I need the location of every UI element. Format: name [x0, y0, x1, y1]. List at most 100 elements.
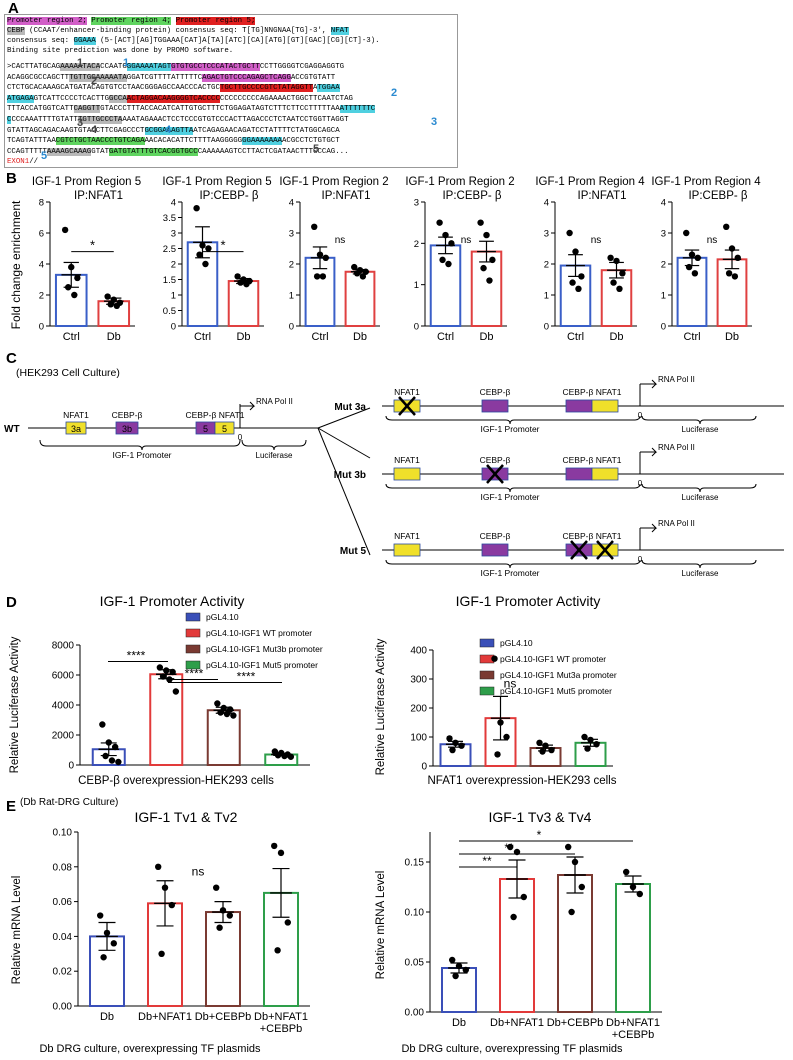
sig-label: ****	[127, 649, 146, 663]
data-point	[113, 302, 121, 310]
data-point	[578, 883, 585, 891]
x-tick-label: Ctrl	[63, 331, 80, 343]
sig-label: ns	[461, 235, 472, 246]
sig-label: *	[537, 828, 542, 842]
data-point	[68, 263, 75, 271]
seq-segment: Binding site prediction was done by PROM…	[7, 47, 234, 55]
sequence-line: EXON1//	[7, 157, 38, 167]
promoter-label: IGF-1 Promoter	[480, 492, 539, 502]
data-point	[102, 752, 109, 760]
chart-title: IGF-1 Tv1 & Tv2	[135, 809, 238, 825]
data-point	[237, 279, 244, 286]
bar	[716, 258, 748, 328]
y-tick-label: 0.06	[53, 897, 73, 908]
y-axis-label: Relative Luciferase Activity	[9, 636, 21, 773]
tss-zero: 0	[638, 411, 643, 420]
data-point	[685, 263, 693, 271]
seq-segment: CTCTGCACAAAGCATGATACAGTGTCCTAACGGGAGCCAA…	[7, 84, 220, 93]
binding-site	[591, 467, 619, 481]
bar	[615, 883, 651, 1013]
seq-segment: C	[7, 116, 12, 124]
y-axis-label: Relative Luciferase Activity	[375, 638, 387, 775]
bar	[557, 874, 593, 1013]
site-name: CEBP-β	[480, 387, 511, 397]
seq-segment: //	[29, 158, 39, 167]
y-tick-label: 0.05	[405, 958, 425, 969]
x-tick-label: Db	[107, 331, 121, 343]
data-point	[607, 254, 614, 261]
data-point	[571, 858, 579, 866]
y-tick-label: 2	[661, 260, 666, 271]
legend-line: Promoter region 2; Promoter region 4; Pr…	[7, 16, 256, 26]
x-axis-label: Db DRG culture, overexpressing TF plasmi…	[401, 1043, 623, 1055]
binding-site	[591, 399, 619, 413]
y-axis-label: Relative mRNA Level	[375, 871, 387, 980]
y-tick-label: 2	[289, 260, 294, 271]
seq-segment: GGAAA	[73, 37, 96, 45]
seq-segment: CCCCCCCCCAGAAAACTGGCTTCAATCTAG	[219, 94, 353, 103]
y-tick-label: 0.10	[405, 908, 425, 919]
data-point	[572, 248, 579, 255]
data-point	[575, 285, 582, 292]
seq-segment: AACACACATTCTTTTAAGGGGG	[144, 137, 243, 146]
tss-zero: 0	[638, 555, 643, 564]
legend-label: pGL4.10-IGF1 Mut5 promoter	[500, 686, 612, 696]
rna-pol-label: RNA Pol II	[658, 443, 695, 452]
panel-label-a: A	[8, 0, 19, 17]
culture-label: (Db Rat-DRG Culture)	[20, 797, 118, 808]
mutation-cross	[398, 396, 416, 416]
data-point	[230, 712, 237, 719]
y-tick-label: 2.5	[163, 244, 176, 255]
y-tick-label: 2	[171, 260, 176, 271]
chart-title: IGF-1 Promoter Activity	[100, 593, 245, 609]
site-number: 1	[77, 57, 84, 69]
y-tick-label: 4	[39, 260, 44, 271]
x-tick-label: Db	[452, 1017, 466, 1029]
luciferase-label: Luciferase	[682, 493, 719, 502]
site-label: 3a	[71, 424, 81, 434]
data-point	[566, 229, 573, 237]
promoter-brace	[385, 483, 641, 493]
data-point	[462, 966, 469, 974]
site-name: CEBP-β NFAT1	[562, 531, 621, 541]
binding-site	[393, 543, 421, 557]
bar	[429, 244, 462, 327]
seq-segment: Promoter region 2;	[7, 17, 87, 25]
data-point	[243, 280, 250, 288]
data-point	[581, 733, 588, 741]
data-point	[569, 279, 576, 286]
luciferase-brace	[641, 559, 757, 569]
sig-label: ns	[707, 235, 718, 246]
site-number: 2	[91, 75, 98, 87]
data-point	[100, 954, 107, 961]
chart-subtitle: IP:NFAT1	[322, 190, 371, 202]
sequence-line: TTTACCATGGTCATTCAGGTTGTACCCTTTACCACATCAT…	[7, 104, 376, 114]
data-point	[446, 735, 453, 742]
data-point	[74, 274, 81, 282]
seq-segment: ACCGTGTATT	[290, 73, 336, 82]
sig-label: *	[220, 238, 225, 253]
seq-segment: CCAATG	[100, 63, 127, 71]
bar	[470, 250, 503, 328]
y-tick-label: 400	[410, 646, 427, 657]
data-point	[636, 890, 643, 898]
data-point	[202, 260, 209, 268]
site-name: CEBP-β NFAT1	[185, 410, 244, 420]
data-point	[313, 273, 321, 280]
legend-label: pGL4.10	[500, 638, 533, 648]
seq-segment: GTACCCTTTACCACATCATTGTGCTTTCTGGAGATAGTCT…	[100, 105, 340, 114]
data-point	[168, 901, 175, 909]
data-point	[691, 270, 699, 277]
data-point	[277, 849, 285, 857]
y-tick-label: 0.00	[53, 1002, 73, 1013]
data-point	[623, 868, 630, 876]
seq-segment: GCCA	[109, 94, 127, 103]
data-point	[568, 908, 575, 916]
legend-swatch	[185, 612, 201, 622]
site-number: 5	[41, 150, 48, 162]
data-point	[539, 748, 546, 755]
chart-title: IGF-1 Prom Region 5	[32, 176, 141, 188]
